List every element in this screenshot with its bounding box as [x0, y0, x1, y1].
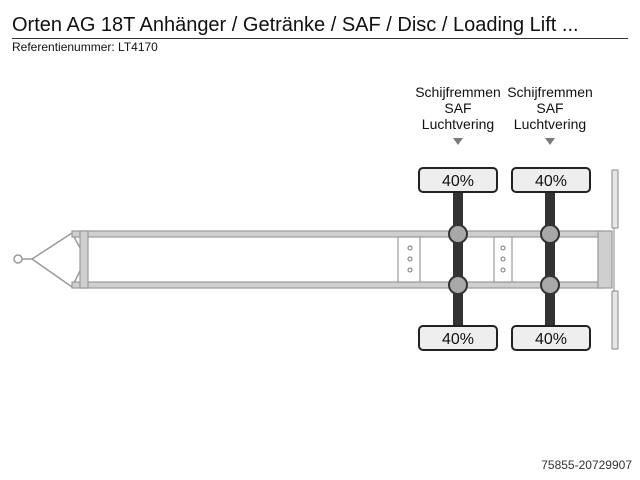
axle-2-top-load: 40%	[535, 173, 567, 190]
drawbar	[13, 232, 90, 288]
axle-2-brand: SAF	[536, 100, 564, 116]
axle-1-bottom-hub	[448, 275, 468, 295]
axle-1-top-hub	[448, 224, 468, 244]
axle-1-brand: SAF	[444, 100, 472, 116]
axle-2: 40% 40%	[511, 167, 591, 351]
rear-loading-lift	[611, 169, 619, 350]
axle-2-arrow	[545, 138, 555, 145]
axle-1-bottom-wheel	[418, 325, 498, 351]
axle-1-suspension: Luchtvering	[421, 116, 495, 132]
axle-1-arrow	[453, 138, 463, 145]
axle-2-label: Schijfremmen SAF Luchtvering	[500, 84, 600, 132]
axle-2-suspension: Luchtvering	[513, 116, 587, 132]
axle-2-bottom-wheel	[511, 325, 591, 351]
axle-1-top-wheel	[418, 167, 498, 193]
axle-indicator-arrows	[453, 138, 555, 145]
crossmember-bolts	[407, 245, 506, 273]
axle-1: 40% 40%	[418, 167, 498, 351]
chassis-frame	[71, 230, 613, 289]
axle-1-top-load: 40%	[442, 173, 474, 190]
axle-2-beam	[545, 191, 555, 327]
listing-id: 75855-20729907	[541, 458, 632, 472]
axle-2-bottom-hub	[540, 275, 560, 295]
axle-2-top-hub	[540, 224, 560, 244]
page-title: Orten AG 18T Anhänger / Getränke / SAF /…	[12, 14, 579, 36]
axle-1-bottom-load: 40%	[442, 331, 474, 348]
axle-1-label: Schijfremmen SAF Luchtvering	[408, 84, 508, 132]
axle-2-bottom-load: 40%	[535, 331, 567, 348]
axle-1-beam	[453, 191, 463, 327]
axle-2-brake-type: Schijfremmen	[507, 84, 593, 100]
reference-number: Referentienummer: LT4170	[12, 40, 158, 54]
axle-1-brake-type: Schijfremmen	[415, 84, 501, 100]
title-divider	[12, 38, 628, 39]
axle-2-top-wheel	[511, 167, 591, 193]
